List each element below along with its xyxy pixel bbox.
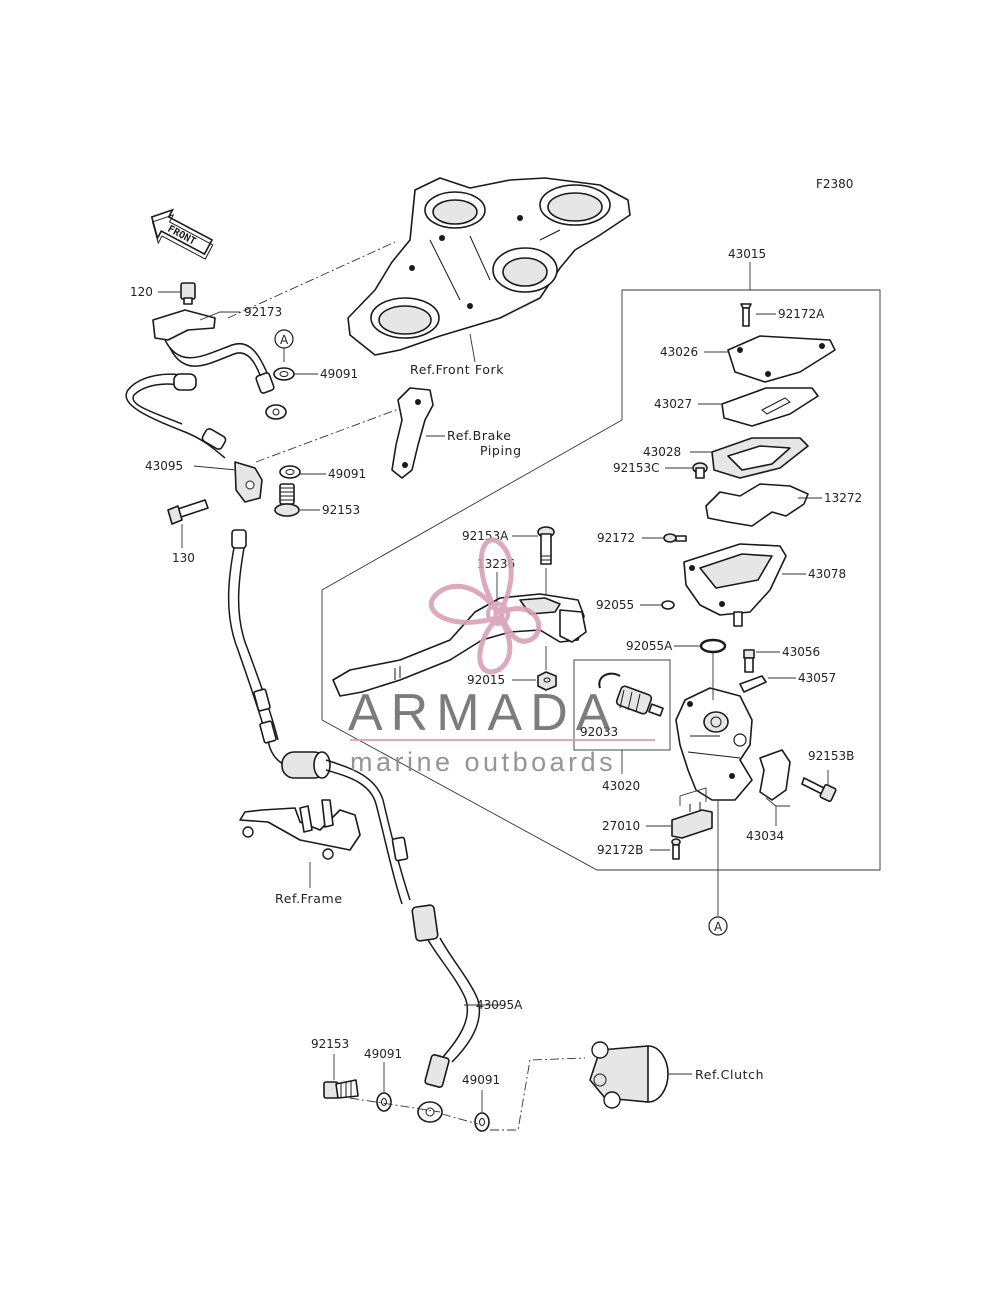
hose-joint-43095 [234, 461, 263, 503]
frame-bracket [239, 799, 361, 860]
label-13272: 13272 [824, 491, 862, 505]
propeller-icon [428, 537, 542, 675]
switch-27010 [671, 802, 713, 839]
label-43095: 43095 [145, 459, 183, 473]
reservoir-cap-43026 [727, 335, 836, 383]
bolt-92153-bottom [323, 1079, 359, 1099]
bolt-92153-top [274, 483, 300, 517]
brake-piping-bracket [391, 387, 434, 479]
label-92173: 92173 [244, 305, 282, 319]
screw-92172A [740, 303, 752, 327]
marker-a-bottom: A [714, 920, 723, 934]
bolt-130 [167, 499, 209, 525]
label-92153-bottom: 92153 [311, 1037, 349, 1051]
ref-clutch: Ref.Clutch [695, 1067, 764, 1082]
label-43078: 43078 [808, 567, 846, 581]
diaphragm-plate-43027 [721, 387, 819, 427]
label-92172A: 92172A [778, 307, 825, 321]
bolt-120 [180, 282, 196, 305]
screw-92172 [663, 533, 687, 543]
marker-a-top: A [280, 333, 289, 347]
clutch-slave-cylinder [589, 1041, 669, 1109]
label-49091-top: 49091 [320, 367, 358, 381]
label-43095A: 43095A [476, 998, 523, 1012]
gasket-13272 [705, 483, 809, 527]
ref-brake: Ref.Brake [447, 428, 512, 443]
bolt-92153A [537, 526, 555, 565]
label-92172: 92172 [597, 531, 635, 545]
label-13236: 13236 [477, 557, 515, 571]
master-cylinder-body [675, 687, 753, 801]
ref-piping: Piping [480, 443, 522, 458]
label-92033: 92033 [580, 725, 618, 739]
ref-front-fork: Ref.Front Fork [410, 362, 504, 377]
figure-code: F2380 [816, 177, 853, 191]
label-43034: 43034 [746, 829, 784, 843]
front-arrow-icon: FRONT [150, 208, 214, 260]
label-92015: 92015 [467, 673, 505, 687]
reservoir-43078 [683, 543, 787, 627]
label-49091-bottom-2: 49091 [462, 1073, 500, 1087]
label-92153C: 92153C [613, 461, 660, 475]
label-27010: 27010 [602, 819, 640, 833]
label-43020: 43020 [602, 779, 640, 793]
label-92153-top: 92153 [322, 503, 360, 517]
triple-clamp [347, 177, 631, 356]
watermark-title: ARMADA [348, 684, 618, 742]
assembly-box-43015 [321, 289, 881, 871]
bolt-92153C [692, 462, 708, 479]
bleeder-cap-43057 [739, 675, 767, 693]
hose-clamp-92173 [152, 309, 216, 341]
label-43028: 43028 [643, 445, 681, 459]
piston-43020 [615, 685, 664, 717]
label-43015: 43015 [728, 247, 766, 261]
bleeder-43056 [743, 649, 755, 673]
label-92153B: 92153B [808, 749, 854, 763]
watermark: ARMADA marine outboards [348, 537, 655, 777]
label-49091-mid: 49091 [328, 467, 366, 481]
label-92055: 92055 [596, 598, 634, 612]
watermark-subtitle: marine outboards [350, 747, 616, 777]
ref-frame: Ref.Frame [275, 891, 343, 906]
label-92172B: 92172B [597, 843, 643, 857]
label-43026: 43026 [660, 345, 698, 359]
label-49091-bottom-1: 49091 [364, 1047, 402, 1061]
label-130: 130 [172, 551, 195, 565]
label-43056: 43056 [782, 645, 820, 659]
bolt-92153B [801, 777, 837, 803]
nut-92015 [537, 671, 557, 691]
screw-92172B [671, 838, 681, 860]
handlebar-clamp-43034 [759, 749, 791, 801]
diaphragm-43028 [711, 437, 809, 479]
label-43057: 43057 [798, 671, 836, 685]
label-43027: 43027 [654, 397, 692, 411]
label-92055A: 92055A [626, 639, 673, 653]
label-120: 120 [130, 285, 153, 299]
